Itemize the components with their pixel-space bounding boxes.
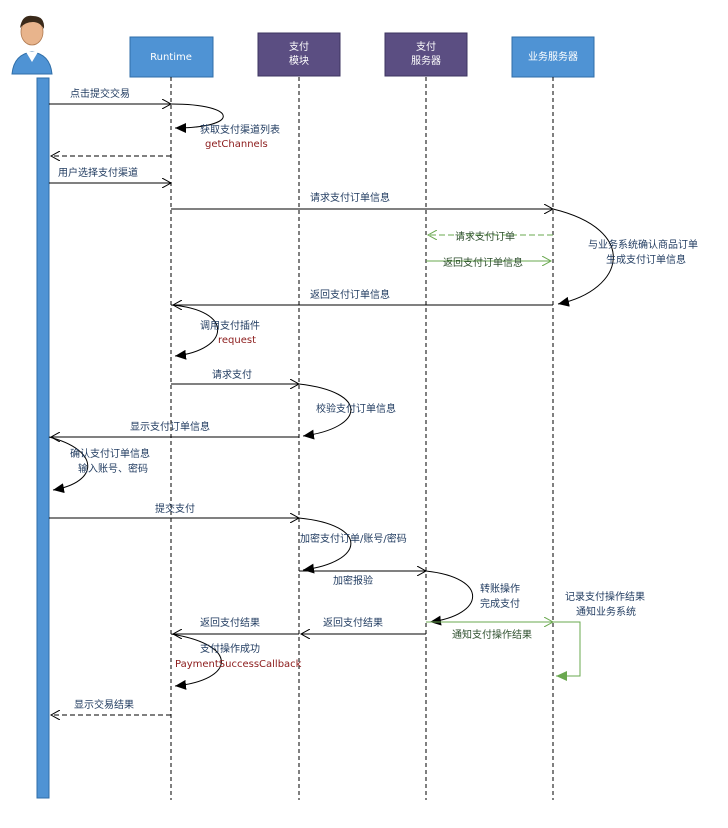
msg-code-10: request	[218, 335, 256, 346]
msg-label-18-line1: 转账操作	[480, 582, 520, 595]
msg-label-21: 通知支付操作结果	[452, 628, 532, 641]
msg-label-23: 支付操作成功	[200, 642, 260, 655]
msg-label-7: 返回支付订单信息	[443, 256, 523, 269]
msg-arrow-10	[170, 304, 218, 360]
participant-pay-server-label-1: 支付	[416, 40, 436, 53]
msg-code-23: PaymentSuccessCallback	[175, 659, 302, 670]
participant-biz-server-label: 业务服务器	[528, 50, 578, 63]
msg-label-6: 请求支付订单	[455, 230, 515, 243]
msg-arrow-2	[170, 103, 224, 133]
msg-arrow-14	[48, 436, 89, 494]
msg-label-12: 校验支付订单信息	[316, 402, 396, 415]
msg-label-4: 用户选择支付渠道	[58, 166, 138, 179]
lifelines	[170, 77, 554, 800]
participant-pay-module-label-1: 支付	[289, 40, 309, 53]
msg-label-16: 加密支付订单/账号/密码	[300, 532, 407, 545]
msg-label-19: 返回支付结果	[200, 616, 260, 629]
msg-label-20: 返回支付结果	[323, 616, 383, 629]
msg-arrow-8	[552, 208, 614, 307]
msg-arrow-23	[170, 633, 222, 690]
participant-biz-server: 业务服务器	[511, 36, 595, 78]
participant-pay-module: 支付 模块	[257, 32, 341, 77]
msg-label-24: 显示交易结果	[74, 698, 134, 711]
msg-label-22-line1: 记录支付操作结果	[565, 590, 645, 603]
participant-pay-server-label-2: 服务器	[411, 54, 441, 67]
msg-label-10: 调用支付插件	[200, 319, 260, 332]
participant-runtime: Runtime	[129, 36, 214, 78]
msg-label-14-line1: 确认支付订单信息	[70, 447, 150, 460]
msg-label-1: 点击提交交易	[70, 87, 130, 100]
msg-label-17: 加密报验	[333, 574, 373, 587]
msg-label-14-line2: 输入账号、密码	[78, 462, 148, 475]
msg-label-15: 提交支付	[155, 502, 195, 515]
participant-pay-server: 支付 服务器	[384, 32, 468, 77]
msg-arrow-22	[553, 621, 581, 681]
msg-label-8-line1: 与业务系统确认商品订单	[588, 238, 698, 251]
msg-label-2: 获取支付渠道列表	[200, 123, 280, 136]
msg-code-2: getChannels	[205, 139, 268, 150]
msg-arrow-12	[298, 383, 352, 440]
msg-label-22-line2: 通知业务系统	[576, 605, 636, 618]
msg-label-13: 显示支付订单信息	[130, 420, 210, 433]
user-lifeline-bar	[36, 77, 50, 799]
msg-label-11: 请求支付	[212, 368, 252, 381]
participant-runtime-label: Runtime	[150, 52, 192, 63]
msg-arrow-18	[425, 570, 473, 626]
msg-label-8-line2: 生成支付订单信息	[606, 253, 686, 266]
user-actor-icon	[11, 15, 53, 75]
msg-label-9: 返回支付订单信息	[310, 288, 390, 301]
msg-label-18-line2: 完成支付	[480, 597, 520, 610]
msg-arrow-16	[298, 517, 352, 574]
msg-label-5: 请求支付订单信息	[310, 191, 390, 204]
participant-pay-module-label-2: 模块	[289, 55, 309, 67]
